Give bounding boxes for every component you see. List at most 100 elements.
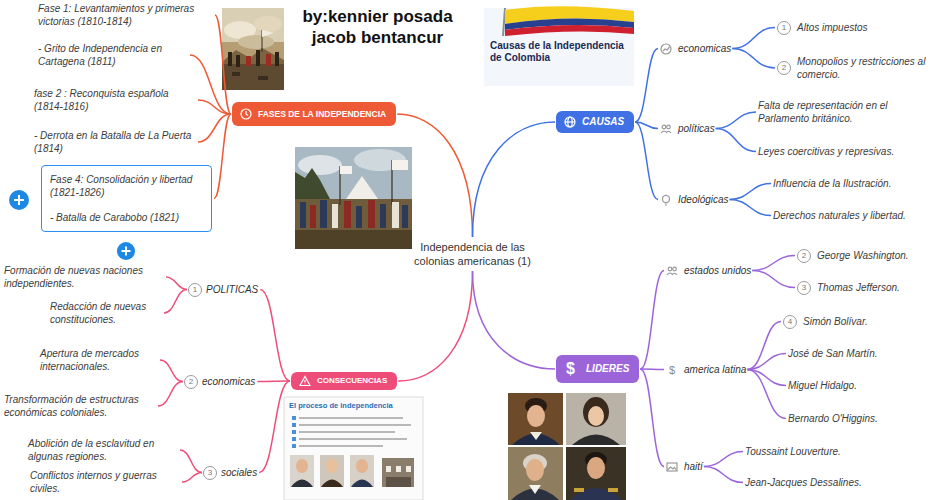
battle-painting xyxy=(222,8,284,90)
branch-connector xyxy=(473,271,556,369)
add-button-part xyxy=(117,242,135,260)
callout-number: 3 xyxy=(797,281,811,295)
battle-painting-part xyxy=(254,16,282,32)
battle-painting-part xyxy=(262,30,274,37)
topic-text: Fase 4: Consolidación y libertad (1821-1… xyxy=(50,173,203,199)
topic-text: sociales xyxy=(221,466,257,479)
battle-painting-part xyxy=(222,64,284,90)
branch-connector xyxy=(166,277,187,290)
dollar-icon: $ xyxy=(669,363,675,377)
battle-painting-part xyxy=(222,48,284,66)
warn-icon xyxy=(299,375,311,387)
branch-pill: CAUSAS xyxy=(556,111,634,133)
topic-text: Fase 1: Levantamientos y primeras victor… xyxy=(38,2,213,28)
process-slide-image-part xyxy=(292,423,296,427)
leaf-topic: Formación de nuevas naciones independien… xyxy=(4,264,164,290)
branch-connector xyxy=(198,100,231,114)
topic-text: POLITICAS xyxy=(206,283,258,296)
bulb-icon-part xyxy=(663,195,670,202)
topic-text: George Washington. xyxy=(817,249,909,262)
title-text: by:kennier posada jacob bentancur xyxy=(290,6,465,48)
battle-painting-part xyxy=(232,72,240,76)
topic-text: Bernardo O'Higgins. xyxy=(788,412,878,425)
branch-connector xyxy=(730,200,771,216)
battle-painting-part xyxy=(256,50,260,66)
battle-painting-part xyxy=(238,35,274,49)
dollar-icon: $ xyxy=(566,359,575,379)
topic-text: Redacción de nuevas constituciones. xyxy=(50,300,162,326)
topic-text: economicas xyxy=(678,42,731,55)
process-slide-image-part xyxy=(299,424,411,426)
surrender-painting-part xyxy=(392,160,408,170)
process-slide-image-part xyxy=(386,477,411,487)
subtopic: POLITICAS1 xyxy=(188,283,258,296)
branch-connector xyxy=(473,122,556,237)
leaf-topic: Leyes coercitivas y represivas. xyxy=(758,145,894,158)
callout-number: 3 xyxy=(203,466,217,480)
process-slide-image-part xyxy=(406,466,411,472)
topic-text: - Grito de Independencia en Cartagena (1… xyxy=(38,42,188,68)
process-slide-image xyxy=(284,397,423,500)
subtopic: haití xyxy=(666,460,703,473)
leader-portraits-part xyxy=(508,447,563,500)
people-icon-part xyxy=(673,267,677,271)
branch-connector xyxy=(259,381,290,473)
branch-connector xyxy=(164,290,187,314)
leaf-topic: José de San Martín. xyxy=(788,347,878,360)
leaf-topic: Altos impuestos1 xyxy=(777,21,868,34)
leader-portraits-part xyxy=(566,447,626,500)
branch-connector xyxy=(260,290,290,382)
leader-portraits-part xyxy=(508,393,563,445)
branch-pill: CONSECUENCIAS xyxy=(291,372,397,390)
leader-portraits-part xyxy=(566,393,626,445)
subtopic: economicas2 xyxy=(184,375,255,388)
process-slide-image-part xyxy=(351,480,373,488)
topic-text: Derechos naturales y libertad. xyxy=(773,209,906,222)
process-slide-image-part xyxy=(299,431,395,433)
surrender-painting-part xyxy=(295,230,412,249)
subtopic: economicas xyxy=(660,42,731,55)
image-icon-part xyxy=(667,463,677,471)
process-slide-image-part xyxy=(386,466,391,472)
topic-text: america latina xyxy=(684,363,746,376)
leader-portraits-part xyxy=(527,405,545,427)
warn-icon-part xyxy=(304,380,305,384)
surrender-painting-part xyxy=(295,168,330,199)
surrender-painting-part xyxy=(392,202,399,228)
image-icon-part xyxy=(668,467,677,470)
branch-connector xyxy=(214,114,231,199)
branch-connector xyxy=(158,382,183,407)
branch-connector xyxy=(704,467,743,483)
leader-portraits xyxy=(508,393,626,500)
process-slide-image-part xyxy=(299,417,403,419)
people-icon-part xyxy=(661,131,671,133)
add-button-part xyxy=(14,195,24,205)
leader-portraits-part xyxy=(574,488,584,492)
branch-connector xyxy=(747,354,786,370)
leader-portraits-part xyxy=(570,488,622,500)
process-slide-image-part xyxy=(292,444,296,448)
process-slide-image-part xyxy=(382,458,414,487)
colombian-flag-image xyxy=(484,6,634,86)
topic-text: Abolición de la esclavitud en algunas re… xyxy=(28,437,178,463)
clock-icon-part xyxy=(246,111,248,116)
leaf-topic: Redacción de nuevas constituciones. xyxy=(50,300,162,326)
topic-text: CONSECUENCIAS xyxy=(317,372,387,390)
selected-topic-box: Fase 4: Consolidación y libertad (1821-1… xyxy=(41,165,212,232)
leader-portraits-part xyxy=(526,459,544,481)
topic-text: Apertura de mercados internacionales. xyxy=(40,347,158,373)
branch-connector xyxy=(716,112,756,129)
leaf-topic: fase 2 : Reconquista española (1814-1816… xyxy=(34,87,196,113)
branch-connector xyxy=(732,49,775,69)
warn-icon-part xyxy=(300,377,310,386)
leaf-topic: - Grito de Independencia en Cartagena (1… xyxy=(38,42,188,68)
leaf-topic: Transformación de estructuras económicas… xyxy=(4,393,156,419)
leaf-topic: Derechos naturales y libertad. xyxy=(773,209,906,222)
surrender-painting-part xyxy=(320,200,327,228)
surrender-painting-part xyxy=(368,200,375,228)
branch-connector xyxy=(640,368,664,370)
battle-painting-part xyxy=(246,56,251,66)
leaf-topic: Falta de representación en el Parlamento… xyxy=(758,99,908,125)
branch-connector xyxy=(160,360,183,382)
process-slide-image-part xyxy=(320,455,344,487)
